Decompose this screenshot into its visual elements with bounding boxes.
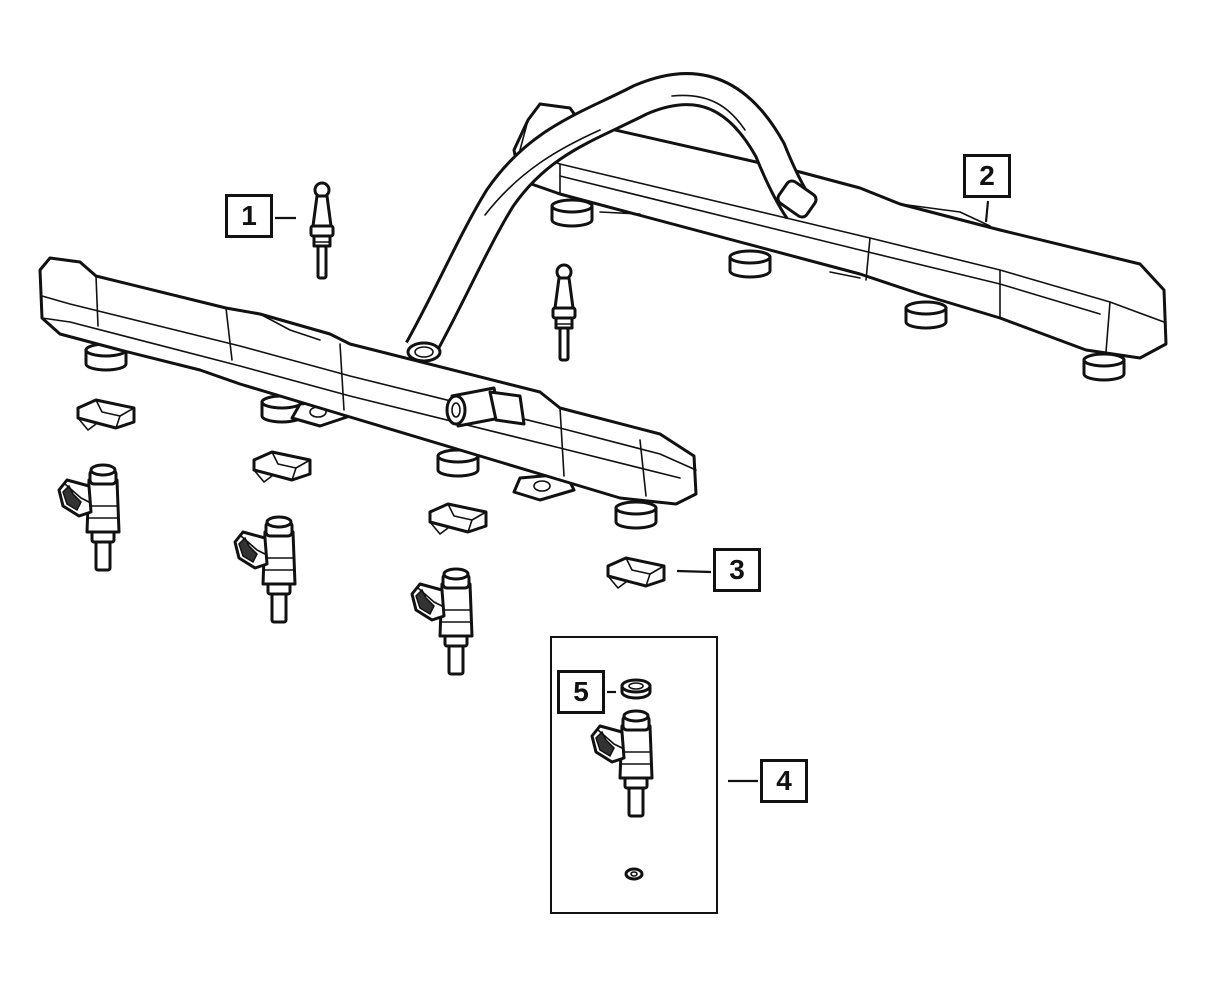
injector-clip-4 [606, 556, 666, 590]
fuel-injector-3 [410, 567, 474, 676]
callout-1: 1 [225, 194, 273, 238]
injector-kit-box [550, 636, 718, 914]
injector-clip-2 [252, 450, 312, 484]
injector-seal-lower [624, 867, 644, 881]
pressure-sensor-upper [309, 181, 335, 280]
crossover-fuel-tube [405, 72, 818, 363]
right-fuel-rail [512, 102, 1168, 382]
leader-line-3 [676, 569, 712, 574]
callout-5: 5 [557, 670, 605, 714]
leader-line-2 [984, 200, 990, 223]
callout-4: 4 [760, 759, 808, 803]
fuel-injector-2 [233, 515, 297, 624]
callout-3: 3 [713, 548, 761, 592]
injector-clip-1 [76, 398, 136, 432]
pressure-sensor-lower [551, 263, 577, 362]
injector-clip-3 [428, 502, 488, 536]
callout-2: 2 [963, 154, 1011, 198]
left-fuel-rail [38, 256, 698, 530]
fuel-injector-1 [57, 463, 121, 572]
injector-seal-upper [620, 678, 652, 700]
fuel-injector-kit [590, 709, 654, 818]
